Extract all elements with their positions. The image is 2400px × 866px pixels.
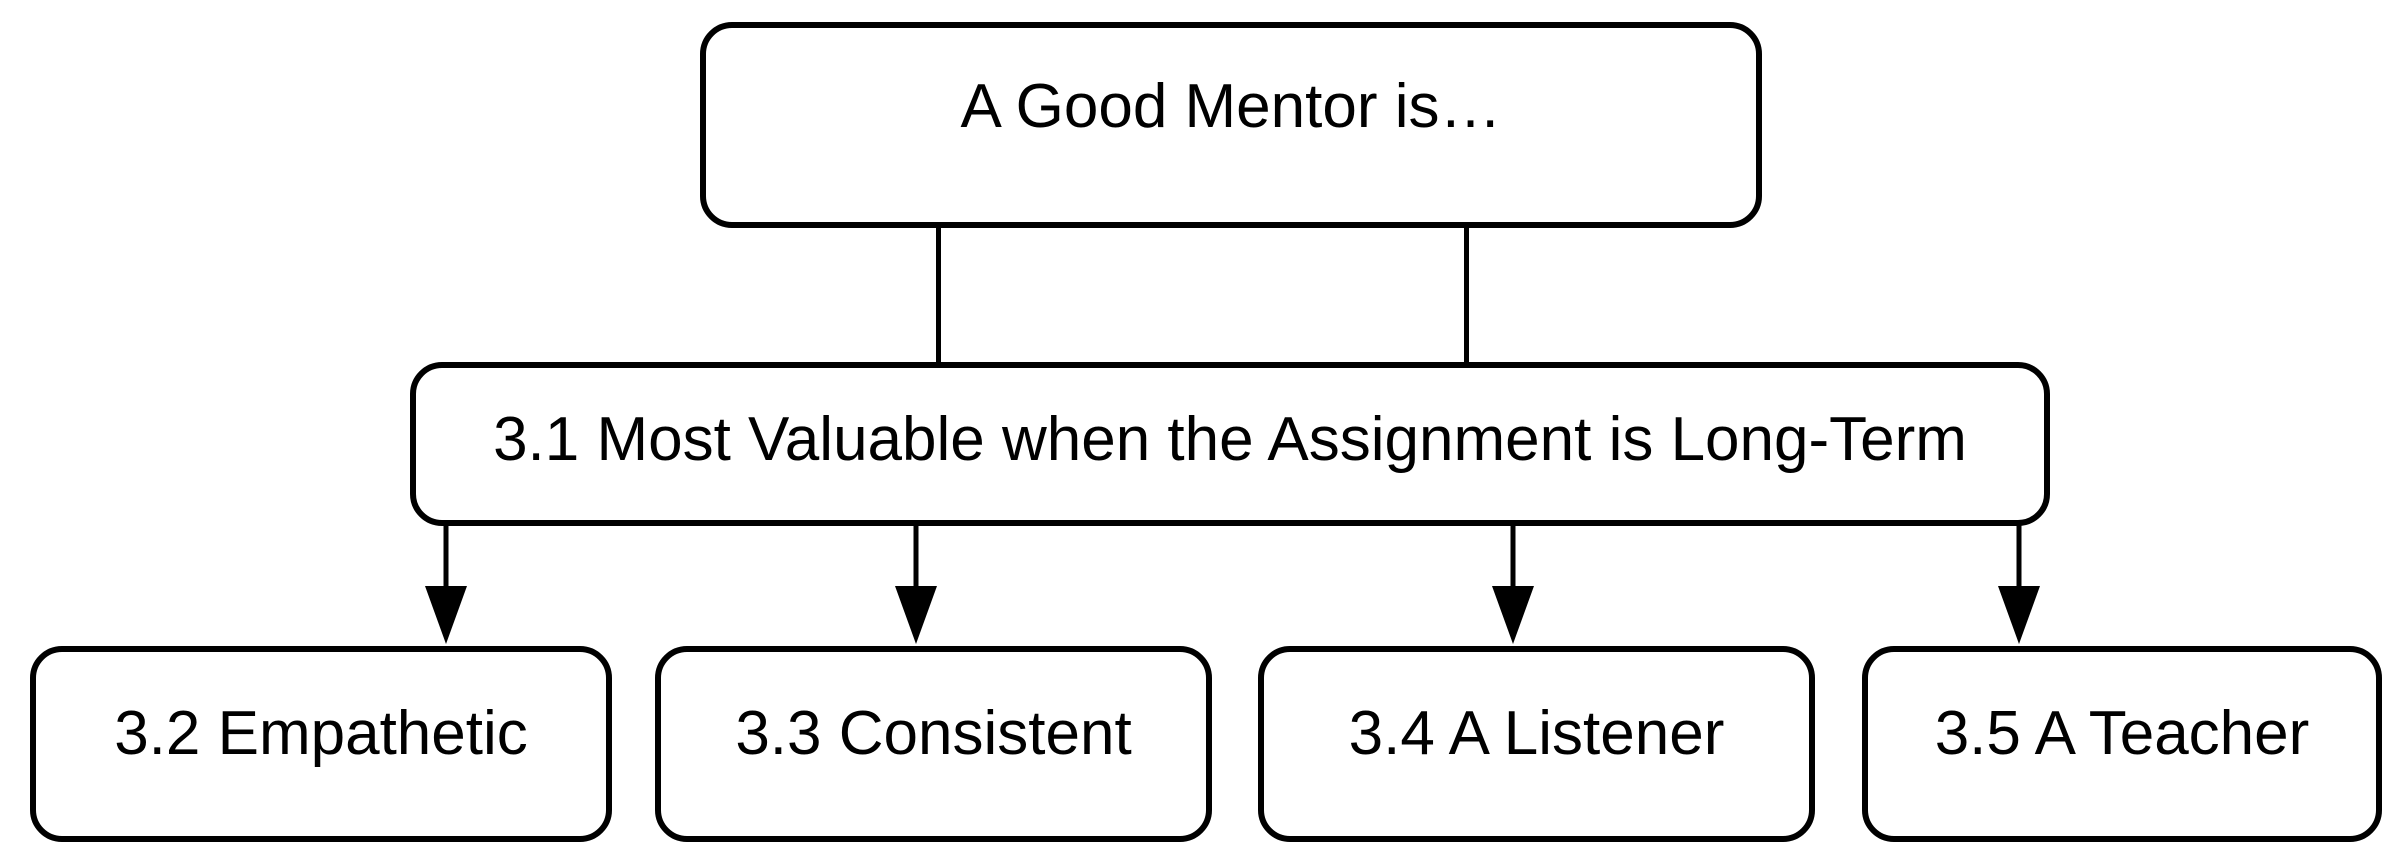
node-teacher-label: 3.5 A Teacher	[1934, 698, 2310, 768]
arrowhead-down-icon	[895, 586, 937, 644]
node-teacher: 3.5 A Teacher	[1862, 646, 2382, 842]
arrow-to-consistent	[895, 524, 937, 646]
node-listener-label: 3.4 A Listener	[1348, 698, 1725, 768]
arrow-shaft	[913, 524, 919, 594]
arrow-to-listener	[1492, 524, 1534, 646]
connector-root-to-level2-right	[1464, 224, 1469, 366]
node-long-term-assignment-label: 3.1 Most Valuable when the Assignment is…	[493, 404, 1967, 474]
node-listener: 3.4 A Listener	[1258, 646, 1815, 842]
arrow-shaft	[443, 524, 449, 594]
arrow-to-empathetic	[425, 524, 467, 646]
node-empathetic: 3.2 Empathetic	[30, 646, 612, 842]
node-consistent: 3.3 Consistent	[655, 646, 1212, 842]
node-empathetic-label: 3.2 Empathetic	[114, 698, 528, 768]
arrowhead-down-icon	[425, 586, 467, 644]
arrow-shaft	[2016, 524, 2022, 594]
node-good-mentor: A Good Mentor is…	[700, 22, 1762, 228]
node-consistent-label: 3.3 Consistent	[735, 698, 1132, 768]
arrowhead-down-icon	[1492, 586, 1534, 644]
node-good-mentor-label: A Good Mentor is…	[960, 71, 1502, 141]
arrowhead-down-icon	[1998, 586, 2040, 644]
node-long-term-assignment: 3.1 Most Valuable when the Assignment is…	[410, 362, 2050, 526]
arrow-to-teacher	[1998, 524, 2040, 646]
connector-root-to-level2-left	[936, 224, 941, 366]
arrow-shaft	[1510, 524, 1516, 594]
